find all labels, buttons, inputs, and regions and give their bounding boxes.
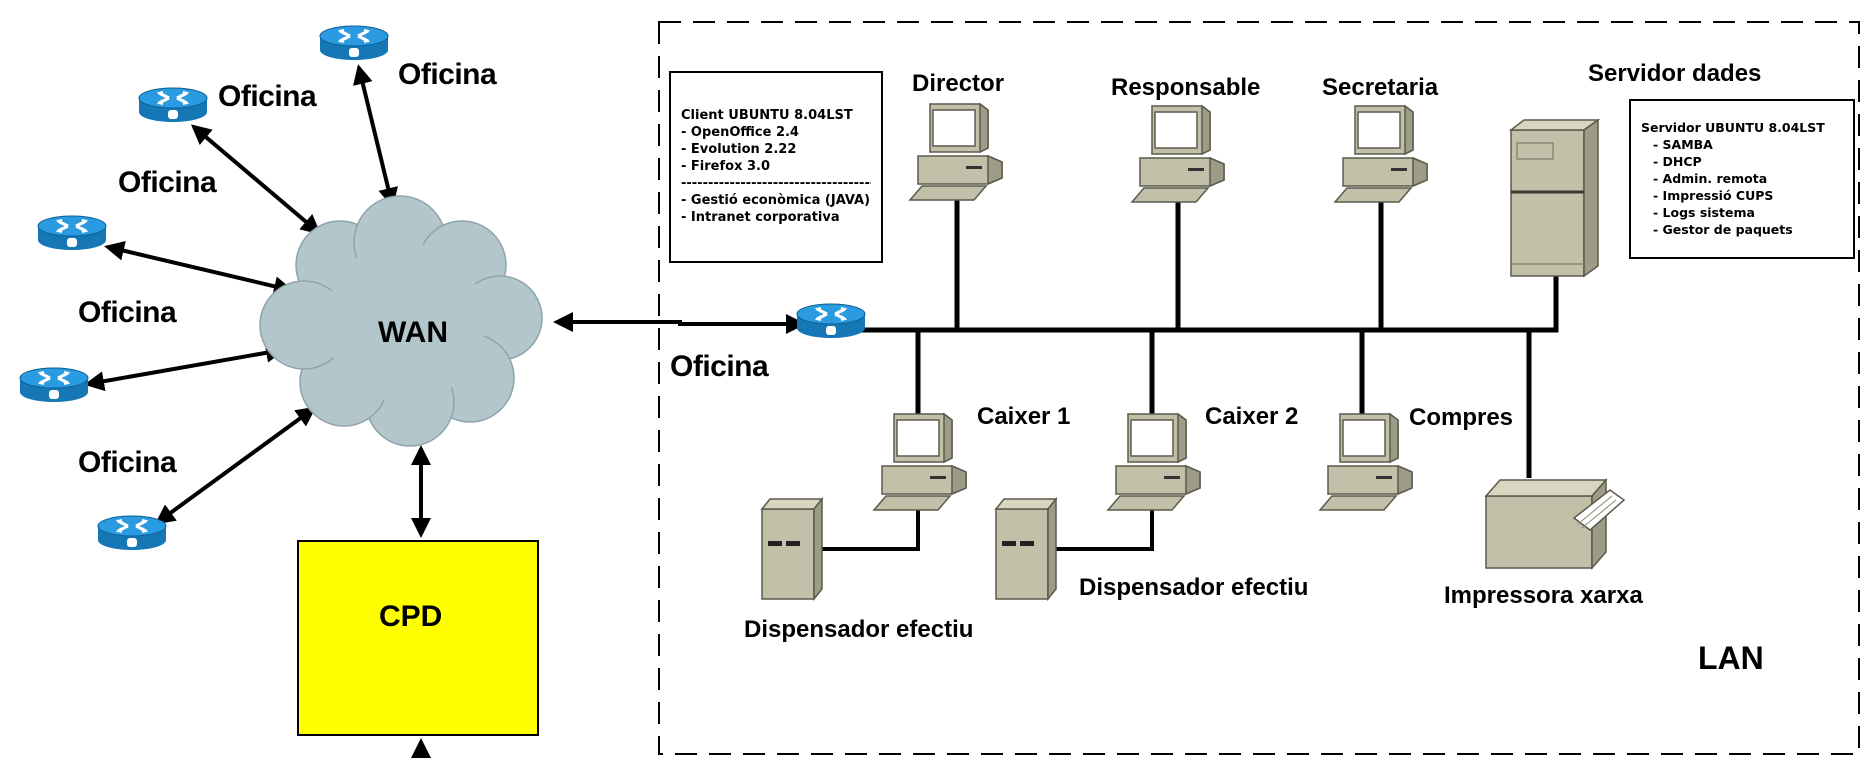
pc-icon-responsable bbox=[1131, 105, 1225, 203]
pc-icon-director bbox=[909, 103, 1003, 201]
link-office-upper-left bbox=[190, 124, 322, 235]
client-line: - Gestió econòmica (JAVA) bbox=[681, 193, 871, 208]
label-responsable: Responsable bbox=[1111, 74, 1261, 101]
server-line: - SAMBA bbox=[1653, 137, 1713, 152]
server-line: - DHCP bbox=[1653, 154, 1702, 169]
client-line: Client UBUNTU 8.04LST bbox=[681, 108, 853, 123]
cpd-label: CPD bbox=[379, 600, 443, 633]
lan-bus bbox=[832, 190, 1559, 478]
label-compres: Compres bbox=[1409, 404, 1514, 431]
pc-icon-caixer1 bbox=[873, 413, 967, 511]
pc-icon-compres bbox=[1319, 413, 1413, 511]
client-info-box: Client UBUNTU 8.04LST - OpenOffice 2.4 -… bbox=[669, 71, 883, 263]
pc-icon-secretaria bbox=[1334, 105, 1428, 203]
server-line: - Logs sistema bbox=[1653, 205, 1755, 220]
label-caixer2: Caixer 2 bbox=[1205, 403, 1299, 430]
dispenser-links bbox=[792, 500, 1154, 551]
link-office-left-middle bbox=[84, 342, 286, 392]
atm-icon-first bbox=[761, 498, 823, 600]
server-line: - Impressió CUPS bbox=[1653, 188, 1774, 203]
router-icon-top bbox=[318, 24, 390, 62]
atm-icon-second bbox=[995, 498, 1057, 600]
label-printer: Impressora xarxa bbox=[1444, 582, 1643, 609]
client-line: - Firefox 3.0 bbox=[681, 159, 771, 174]
server-info-box: Servidor UBUNTU 8.04LST - SAMBA - DHCP -… bbox=[1629, 99, 1855, 259]
link-office-left-upper bbox=[104, 240, 294, 297]
router-icon-left-lower bbox=[96, 514, 168, 552]
link-office-top bbox=[353, 64, 398, 208]
client-line: - Intranet corporativa bbox=[681, 210, 840, 225]
office-label-upper-left: Oficina bbox=[218, 80, 317, 113]
router-icon-left-upper bbox=[36, 214, 108, 252]
label-director: Director bbox=[912, 70, 1005, 97]
wan-label: WAN bbox=[378, 316, 448, 349]
lan-label: LAN bbox=[1698, 640, 1764, 676]
server-icon bbox=[1508, 118, 1601, 278]
printer-icon bbox=[1484, 478, 1626, 570]
label-caixer1: Caixer 1 bbox=[977, 403, 1071, 430]
label-server: Servidor dades bbox=[1588, 60, 1762, 87]
server-line: - Gestor de paquets bbox=[1653, 222, 1793, 237]
office-label-local: Oficina bbox=[670, 350, 769, 383]
client-line: - OpenOffice 2.4 bbox=[681, 125, 799, 140]
router-icon-upper-left bbox=[137, 86, 209, 124]
link-wan-local bbox=[553, 312, 806, 334]
office-label-left-upper: Oficina bbox=[118, 166, 217, 199]
server-line: - Admin. remota bbox=[1653, 171, 1768, 186]
server-line: Servidor UBUNTU 8.04LST bbox=[1641, 120, 1825, 135]
label-secretaria: Secretaria bbox=[1322, 74, 1439, 101]
client-line: - Evolution 2.22 bbox=[681, 142, 797, 157]
cpd-box bbox=[297, 540, 539, 736]
office-label-left-middle: Oficina bbox=[78, 296, 177, 329]
router-icon-local bbox=[795, 302, 867, 340]
lan-boundary bbox=[658, 21, 1860, 755]
pc-icon-caixer2 bbox=[1107, 413, 1201, 511]
wan-cloud bbox=[259, 195, 543, 447]
office-label-top: Oficina bbox=[398, 58, 497, 91]
router-icon-left-middle bbox=[18, 366, 90, 404]
office-label-left-lower: Oficina bbox=[78, 446, 177, 479]
label-dispenser-first: Dispensador efectiu bbox=[744, 616, 974, 643]
link-office-left-lower bbox=[154, 406, 317, 525]
client-separator: ------------------------------------ bbox=[681, 176, 871, 191]
label-dispenser-second: Dispensador efectiu bbox=[1079, 574, 1309, 601]
